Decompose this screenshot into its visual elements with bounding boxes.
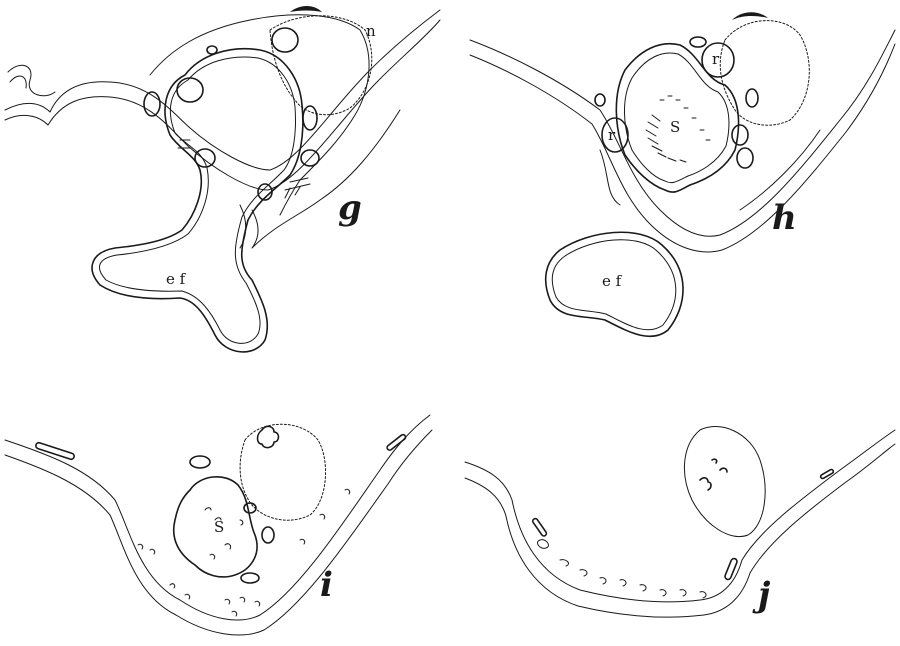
label-r-top-h: r	[712, 50, 719, 68]
panel-letter-i: i	[320, 565, 333, 605]
vessel-g4	[272, 28, 298, 52]
body-wall-outer-j	[465, 430, 895, 602]
gut-outer-g	[92, 49, 303, 352]
vessel-i4	[241, 573, 259, 583]
vessel-h4	[737, 148, 753, 168]
vessel-j3	[820, 469, 834, 479]
vessel-g1	[177, 78, 203, 102]
label-r-left-h: r	[608, 126, 615, 144]
vessel-g3	[195, 149, 215, 167]
vessel-i5	[35, 442, 75, 460]
cells-g	[178, 140, 310, 198]
body-wall-wavy	[8, 65, 55, 95]
label-ef-g: e f	[166, 270, 185, 288]
ventral-wall-g	[240, 110, 400, 248]
body-wall-outer-h	[470, 30, 895, 236]
vessel-g8	[207, 46, 217, 54]
panel-letter-g: g	[338, 188, 362, 228]
vessel-h2	[746, 89, 758, 107]
label-s-i: S	[214, 518, 224, 536]
vessel-j2	[724, 558, 738, 581]
vessel-i1	[190, 456, 210, 468]
vessel-g5	[303, 106, 317, 130]
nerve-cord-j	[684, 427, 765, 537]
neural-cap-g	[290, 6, 322, 12]
body-wall-inner-h	[470, 44, 895, 252]
vessels-j	[538, 540, 706, 598]
cells-j	[700, 459, 727, 490]
section-g	[5, 6, 440, 352]
vessel-j1	[532, 518, 548, 537]
vessel-h5	[595, 94, 605, 106]
neural-cap-h	[732, 12, 768, 20]
nerve-cord-i	[240, 424, 325, 520]
nerve-cord-h	[720, 21, 809, 126]
label-n-g: n	[366, 22, 376, 40]
panel-letter-j: j	[758, 575, 770, 615]
vessel-i3	[262, 527, 274, 543]
label-s-h: S	[670, 118, 680, 136]
vessel-h3	[732, 125, 748, 145]
vessel-h1	[690, 37, 706, 47]
label-ef-h: e f	[602, 272, 621, 290]
mesentery-outline-g	[150, 15, 369, 215]
section-j	[465, 427, 895, 618]
body-wall-inner	[5, 20, 440, 190]
section-h	[470, 12, 895, 336]
cross-cell-i	[258, 426, 279, 447]
panel-letter-h: h	[772, 198, 797, 238]
